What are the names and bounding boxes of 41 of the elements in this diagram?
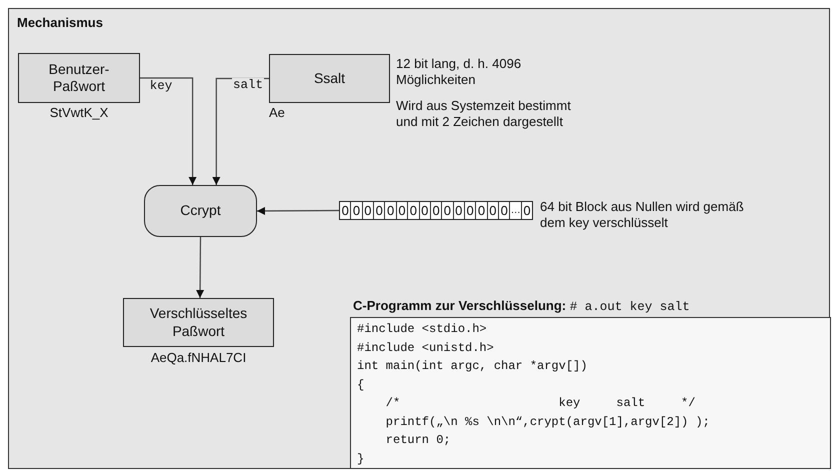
bit-cell-text: 0 (340, 202, 350, 219)
diagram-panel (8, 8, 830, 469)
bit-cell: 0 (362, 202, 374, 219)
bit-cell: 0 (498, 202, 510, 219)
code-box (350, 317, 831, 469)
bit-cell: 0 (464, 202, 476, 219)
process-box: Ccrypt (144, 185, 257, 237)
bit-cell: 0 (384, 202, 396, 219)
bit-cell: 0 (418, 202, 430, 219)
bit-cell: 0 (520, 202, 532, 219)
data-box: Verschlüsseltes Paßwort (123, 298, 274, 347)
bit-cell: 0 (452, 202, 464, 219)
bit-cell: 0 (430, 202, 442, 219)
code-line: /* key salt */ (384, 395, 696, 412)
code-line: printf(„\n %s \n\n“,crypt(argv[1],argv[2]) ); (384, 414, 711, 430)
bit-cell: 0 (373, 202, 384, 219)
code-line: #include <unistd.h> (357, 340, 495, 356)
annotation-text: Ae (269, 105, 286, 121)
command-line: # a.out key salt (570, 300, 690, 314)
annotation-text: Wird aus Systemzeit bestimmt und mit 2 Zeichen dargestellt (396, 98, 572, 130)
panel-title: Mechanismus (17, 15, 103, 30)
annotation-text: StVwtK_X (48, 105, 110, 121)
bit-cell: 0 (350, 202, 362, 219)
bit-cell: 0 (407, 202, 419, 219)
bit-cell: 0 (396, 202, 408, 219)
code-heading: C-Programm zur Verschlüsselung: (353, 298, 566, 313)
code-line: } (357, 450, 366, 468)
code-line: #include <stdio.h> (357, 321, 488, 338)
annotation-text: 64 bit Block aus Nullen wird gemäß dem key verschlüsselt (540, 199, 745, 230)
annotation-text: AeQa.fNHAL7CI (150, 350, 248, 366)
data-box: Ssalt (269, 54, 390, 103)
bit-cell: 0 (475, 202, 487, 219)
bit-block (339, 201, 533, 220)
code-line: int main(int argc, char *argv[]) (357, 358, 588, 375)
bit-cell: 0 (441, 202, 453, 219)
bit-cell: 0 (486, 202, 498, 219)
code-line: return 0; (384, 432, 452, 449)
bit-cell: … (509, 202, 521, 219)
annotation-text: 12 bit lang, d. h. 4096 Möglichkeiten (396, 56, 522, 88)
data-box: Benutzer- Paßwort (18, 53, 140, 103)
code-line: { (357, 376, 366, 394)
